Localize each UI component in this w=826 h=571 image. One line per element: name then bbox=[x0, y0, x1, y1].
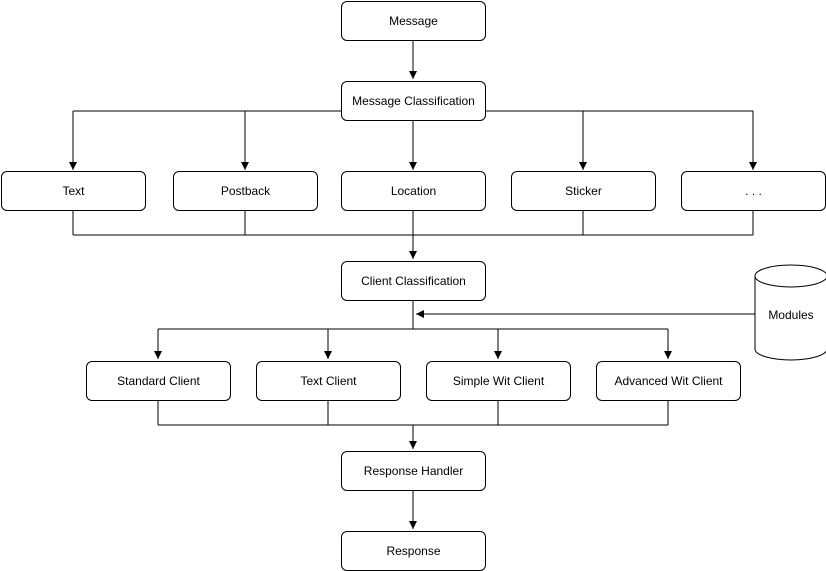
standard-client-node: Standard Client bbox=[86, 361, 231, 401]
sticker-node: Sticker bbox=[511, 171, 656, 211]
modules-database-icon bbox=[754, 264, 826, 361]
client-classification-node: Client Classification bbox=[341, 261, 486, 301]
postback-node: Postback bbox=[173, 171, 318, 211]
response-node: Response bbox=[341, 531, 486, 571]
simple-wit-client-node: Simple Wit Client bbox=[426, 361, 571, 401]
message-node: Message bbox=[341, 1, 486, 41]
modules-label: Modules bbox=[768, 308, 814, 322]
message-classification-node: Message Classification bbox=[341, 81, 486, 121]
advanced-wit-client-node: Advanced Wit Client bbox=[596, 361, 741, 401]
text-node: Text bbox=[1, 171, 146, 211]
text-client-node: Text Client bbox=[256, 361, 401, 401]
response-handler-node: Response Handler bbox=[341, 451, 486, 491]
more-types-node: . . . bbox=[681, 171, 826, 211]
location-node: Location bbox=[341, 171, 486, 211]
